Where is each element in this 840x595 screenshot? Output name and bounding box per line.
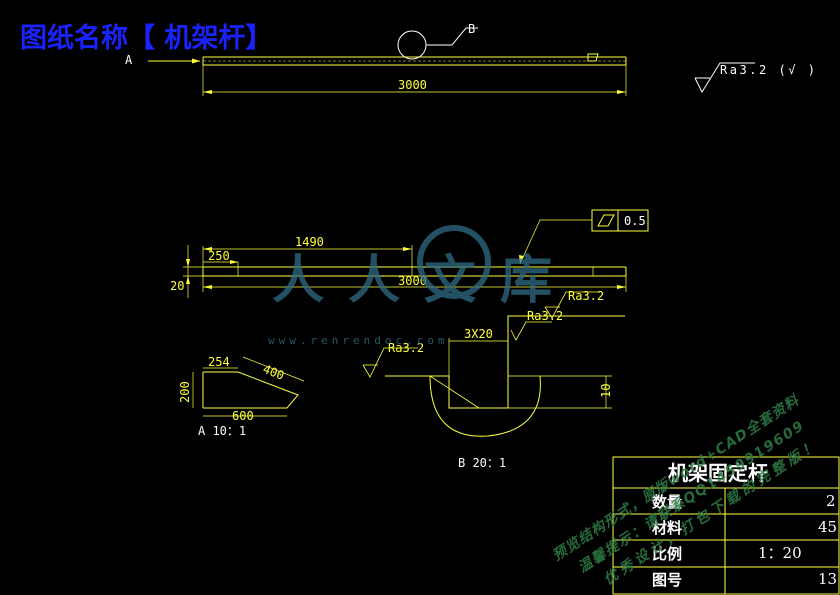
middle-view [183, 209, 649, 319]
dim-arrow-right [617, 90, 626, 94]
roughness-mid-symbol [544, 291, 600, 319]
watermark-url: www.renrendoc.com [268, 334, 449, 347]
roughness-b-text: Ra3.2 [388, 341, 424, 355]
detail-b-label: B 20：1 [458, 456, 506, 470]
tb-label-material: 材料 [652, 519, 682, 537]
flatness-value: 0.5 [624, 214, 646, 228]
arrow-3000-right [617, 285, 626, 289]
top-view [148, 27, 627, 96]
dim-text-250: 250 [208, 249, 230, 263]
tb-label-qty: 数量 [652, 493, 682, 511]
roughness-b-symbol [362, 347, 418, 378]
roughness-b2-text: Ra3.2 [527, 309, 563, 323]
detail-a-outline-poly [203, 371, 299, 409]
roughness-b2-symbol [510, 321, 552, 341]
dim-text-254: 254 [208, 355, 230, 369]
arrow-1490-right [403, 247, 412, 251]
tb-scale: 1：20 [758, 544, 802, 562]
arrow-20-bottom [186, 276, 190, 284]
detail-a-label: A 10：1 [198, 424, 246, 438]
roughness-symbol-general [694, 62, 755, 94]
tb-label-drawing-no: 图号 [652, 571, 682, 589]
flatness-leader-arrow [519, 255, 524, 264]
title-block-frame [612, 456, 840, 595]
title-block [612, 456, 840, 595]
dim-text-400: 400 [261, 362, 286, 383]
watermark-ring [417, 225, 491, 299]
dim-text-3000-mid: 3000 [398, 274, 427, 288]
detail-b [362, 315, 625, 437]
detail-b-leader-line [429, 375, 480, 409]
view-label-a: A [125, 53, 133, 67]
watermark-diagonal: 预览结构形式，原版word+CAD全套资料 温馨提示：请联系QQ14599196… [549, 391, 819, 588]
detail-b-break-curve [429, 375, 541, 437]
tb-qty: 2 [826, 492, 836, 510]
top-bar-notch [587, 53, 599, 62]
flatness-leader [519, 219, 592, 265]
dim-text-200: 200 [178, 381, 192, 403]
detail-circle-b [397, 30, 427, 60]
tb-material: 45 [818, 518, 837, 536]
roughness-check-mark [694, 62, 755, 94]
arrow-250 [230, 260, 238, 264]
tb-drawing-no: 13 [818, 570, 837, 588]
arrow-3000-left [203, 285, 212, 289]
flatness-frame [591, 209, 649, 232]
tb-part-name: 机架固定杆 [668, 461, 768, 485]
roughness-general-text: Ra3.2 (√ ) [720, 63, 815, 77]
dim-text-10: 10 [599, 384, 613, 398]
dim-text-20: 20 [170, 279, 184, 293]
detail-label-b: B [468, 22, 475, 36]
flatness-symbol [597, 214, 615, 227]
tb-label-scale: 比例 [652, 545, 682, 563]
dim-text-3000-top: 3000 [398, 78, 427, 92]
detail-b-slot-profile [385, 315, 625, 409]
dim-arrow-left [203, 90, 212, 94]
drawing-title: 图纸名称【 机架杆】 [20, 22, 272, 54]
detail-b-leader [426, 27, 478, 46]
arrow-20-top [186, 259, 190, 267]
view-arrow-a-head [192, 58, 200, 64]
dim-text-600: 600 [232, 409, 254, 423]
dim-line-400 [242, 356, 305, 382]
arrow-1490-left [203, 247, 212, 251]
dim-text-slot: 3X20 [464, 327, 493, 341]
detail-a [192, 356, 305, 417]
roughness-mid-text: Ra3.2 [568, 289, 604, 303]
dim-text-1490: 1490 [295, 235, 324, 249]
